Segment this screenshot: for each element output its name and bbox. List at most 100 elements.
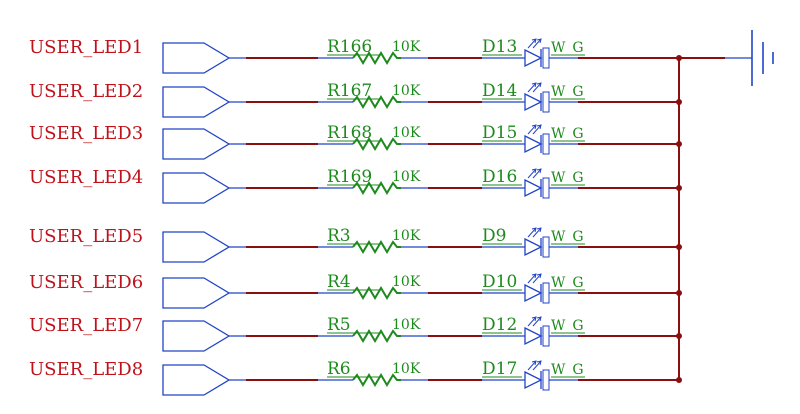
light-arrowhead [536,82,542,88]
light-arrow [532,82,542,93]
led-row: USER_LED1 R166 10K D13 W_G [29,37,682,74]
resistor-designator: R3 [327,226,351,246]
light-arrowhead [531,124,537,130]
light-arrowhead [531,38,537,44]
resistor-symbol [352,181,401,195]
light-arrow [532,38,542,49]
resistor-value: 10K [392,169,421,185]
resistor-symbol [352,329,401,343]
led-value: W_G [551,84,584,100]
led-row: USER_LED5 R3 10K D9 W_G [29,226,682,263]
led-icon [524,237,543,257]
led-body [542,282,550,304]
resistor-designator: R6 [327,359,351,379]
port-symbol [162,86,231,118]
light-arrowhead [536,168,542,174]
led-designator: D14 [482,81,517,101]
port-symbol [162,277,231,309]
led-icon [524,326,543,346]
led-body [542,325,550,347]
light-arrow [527,316,537,327]
light-arrowhead [531,168,537,174]
light-arrow [532,316,542,327]
net-label: USER_LED2 [29,81,143,102]
led-value: W_G [551,362,584,378]
resistor-value: 10K [392,274,421,290]
resistor-value: 10K [392,39,421,55]
light-arrow [532,168,542,179]
led-icon [524,134,543,154]
light-arrowhead [531,82,537,88]
resistor-symbol [352,95,401,109]
net-label: USER_LED7 [29,315,143,336]
light-arrow [532,124,542,135]
light-arrow [532,273,542,284]
resistor-value: 10K [392,125,421,141]
net-label: USER_LED8 [29,359,143,380]
led-body [542,236,550,258]
port-symbol [162,128,231,160]
resistor-value: 10K [392,317,421,333]
led-value: W_G [551,126,584,142]
resistor-value: 10K [392,228,421,244]
led-value: W_G [551,318,584,334]
net-label: USER_LED5 [29,226,143,247]
led-body [542,91,550,113]
port-symbol [162,364,231,396]
light-arrowhead [531,273,537,279]
led-row: USER_LED2 R167 10K D14 W_G [29,81,682,118]
light-arrowhead [536,227,542,233]
led-body [542,133,550,155]
light-arrowhead [531,227,537,233]
light-arrow [532,227,542,238]
led-value: W_G [551,170,584,186]
led-icon [524,370,543,390]
led-designator: D9 [482,226,506,246]
resistor-symbol [352,373,401,387]
led-icon [524,92,543,112]
led-designator: D13 [482,37,517,57]
resistor-symbol [352,137,401,151]
net-label: USER_LED4 [29,167,143,188]
resistor-value: 10K [392,83,421,99]
light-arrow [527,168,537,179]
common-bus [678,57,725,380]
resistor-symbol [352,51,401,65]
led-value: W_G [551,229,584,245]
port-symbol [162,42,231,74]
net-label: USER_LED6 [29,272,143,293]
port-symbol [162,320,231,352]
resistor-designator: R169 [327,167,372,187]
port-symbol [162,231,231,263]
led-designator: D15 [482,123,517,143]
resistor-symbol [352,240,401,254]
led-icon [524,283,543,303]
resistor-designator: R166 [327,37,372,57]
led-value: W_G [551,275,584,291]
led-row: USER_LED3 R168 10K D15 W_G [29,123,682,160]
led-icon [524,48,543,68]
resistor-value: 10K [392,361,421,377]
led-value: W_G [551,40,584,56]
led-body [542,177,550,199]
resistor-designator: R167 [327,81,372,101]
resistor-designator: R168 [327,123,372,143]
light-arrowhead [536,273,542,279]
light-arrow [527,82,537,93]
led-icon [524,178,543,198]
resistor-symbol [352,286,401,300]
net-label: USER_LED1 [29,37,143,58]
light-arrow [532,360,542,371]
light-arrow [527,38,537,49]
net-label: USER_LED3 [29,123,143,144]
led-designator: D16 [482,167,517,187]
led-designator: D10 [482,272,517,292]
led-body [542,369,550,391]
light-arrow [527,273,537,284]
ground-icon [725,30,774,86]
